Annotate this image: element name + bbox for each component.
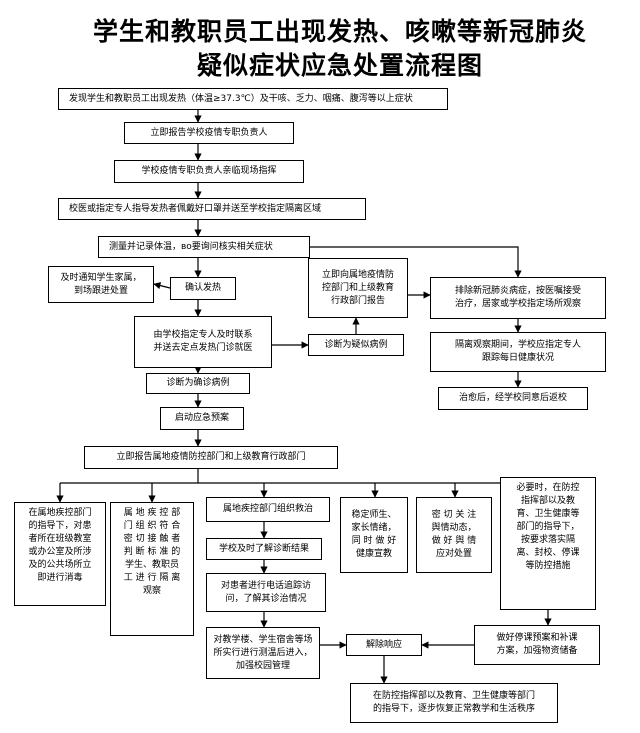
box-suspend: 必要时，在防控 指挥部以及教 育、卫生健康等 部门的指导下， 按要求落实隔 离、… [500, 477, 596, 610]
box-public-opinion: 密 切 关 注 舆情动态， 做 好 舆 情 应对处置 [416, 497, 492, 573]
box-resume: 在防控指挥部以及教育、卫生健康等部门 的指导下，逐步恢复正常教学和生活秩序 [350, 683, 558, 723]
box-suspected: 诊断为疑似病例 [308, 334, 404, 356]
box-notify-parents: 及时通知学生家属， 到场跟进处置 [48, 266, 154, 303]
box-exclude: 排除新冠肺炎病症，按医嘱接受 治疗，居家或学校指定场所观察 [430, 277, 606, 319]
box-diagnosis-result: 学校及时了解诊断结果 [206, 538, 322, 560]
box-report-gov: 立即向属地疫情防 控部门和上级教育 行政部门报告 [308, 258, 408, 318]
box-prepare-suspend: 做好停课预案和补课 方案，加强物资储备 [474, 625, 600, 665]
box-confirm-fever: 确认发热 [170, 277, 236, 300]
box-stabilize: 稳定师生、 家长情绪， 同 时 做 好 健康宣教 [340, 497, 408, 573]
box-measure-temp: 测量并记录体温，во要询问核实相关症状 [98, 236, 310, 258]
box-discover: 发现学生和教职员工出现发热（体温≥37.3℃）及干咳、乏力、咽痛、腹泻等以上症状 [58, 88, 448, 110]
box-lift: 解除响应 [346, 634, 422, 656]
box-leader-onsite: 学校疫情专职负责人亲临现场指挥 [114, 160, 304, 183]
box-guide-mask: 校医或指定专人指导发热者佩戴好口罩并送至学校指定隔离区域 [58, 198, 366, 220]
box-area-sampling: 对教学楼、学生宿舍等场 所实行进行测温后进入， 加强校园管理 [206, 627, 320, 679]
box-phone-trace: 对患者进行电话追踪访 问，了解其诊治情况 [206, 573, 326, 612]
box-rescue: 属地疾控部门组织救治 [206, 497, 330, 522]
box-disinfect: 在属地疾控部门 的指导下，对患 者所在班级教室 或办公室及所涉 及的公共场所立 … [14, 502, 106, 606]
arrows [56, 110, 552, 684]
box-close-contacts: 属 地 疾 控 部 门 组 织 符 合 密 切 接 触 者 判 断 标 准 的 … [110, 502, 194, 636]
box-isolation-obs: 隔离观察期间，学校应指定专人 跟踪每日健康状况 [430, 332, 606, 372]
box-start-plan: 启动应急预案 [160, 407, 244, 430]
box-report-all: 立即报告属地疫情防控部门和上级教育行政部门 [84, 446, 338, 469]
box-send-clinic: 由学校指定专人及时联系 并送去定点发热门诊就医 [134, 316, 272, 368]
box-confirmed: 诊断为确诊病例 [146, 373, 250, 394]
box-cured: 治愈后，经学校同意后返校 [438, 387, 588, 410]
title-line-1: 学生和教职员工出现发热、咳嗽等新冠肺炎 [92, 17, 587, 46]
box-report-leader: 立即报告学校疫情专职负责人 [124, 122, 294, 144]
title-line-2: 疑似症状应急处置流程图 [196, 51, 483, 80]
